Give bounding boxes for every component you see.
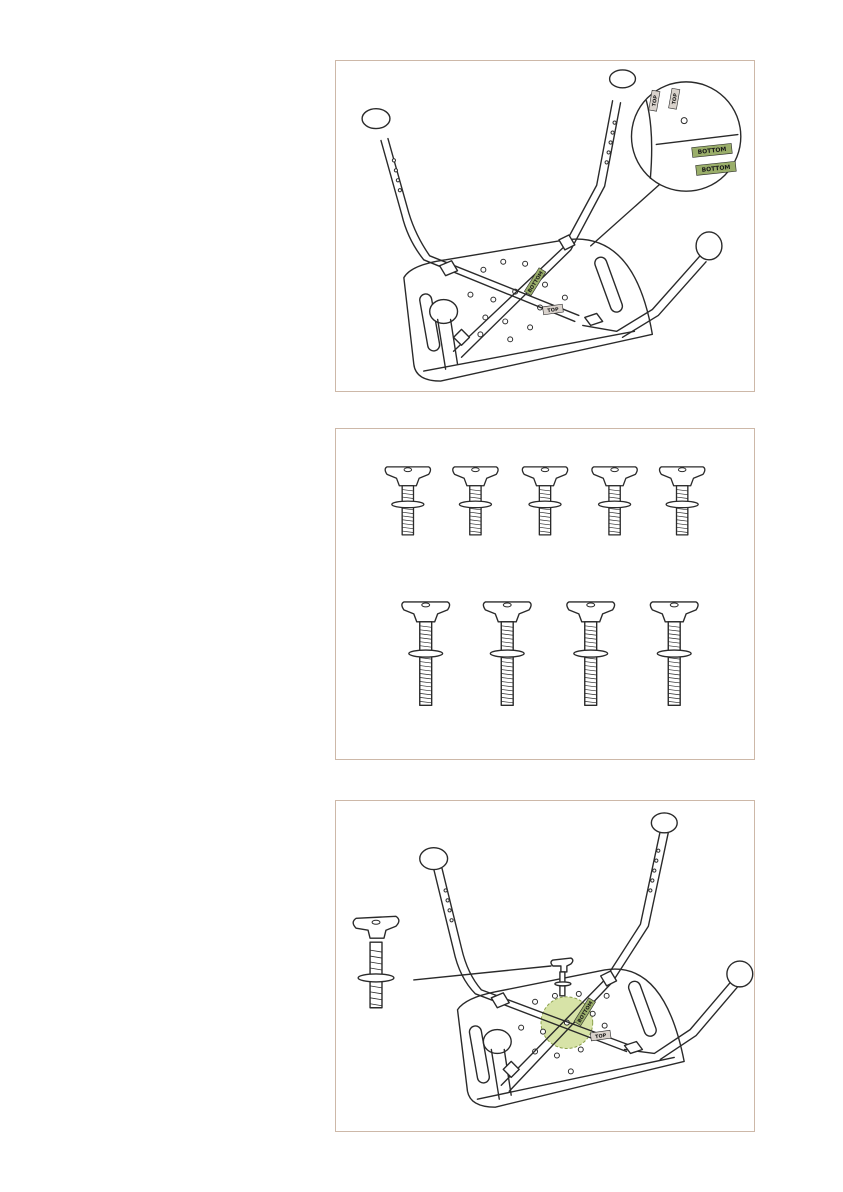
hardware-illustration (336, 429, 754, 759)
insertion-guide-line (414, 966, 551, 980)
leg-adjust-holes (392, 121, 616, 192)
foot-cap-1 (362, 109, 390, 129)
foot-cap-4 (430, 300, 458, 324)
attach-screw-illustration: BOTTOM TOP (336, 801, 754, 1131)
foot-cap-3 (727, 961, 753, 987)
foot-cap-3 (696, 232, 722, 260)
long-screw-1 (402, 602, 450, 705)
foot-cap-4 (483, 1030, 511, 1054)
callout-line (591, 180, 665, 246)
short-screw-4 (592, 467, 637, 535)
long-screw-3 (567, 602, 615, 705)
short-screw-1 (385, 467, 430, 535)
short-screw-5 (660, 467, 705, 535)
long-screw-4 (650, 602, 698, 705)
foot-cap-2 (651, 813, 677, 833)
short-screw-3 (522, 467, 567, 535)
short-screw-2 (453, 467, 498, 535)
leg-adjust-holes (444, 849, 660, 922)
step-figure-attach-screw: BOTTOM TOP (335, 800, 755, 1132)
screw-detail (353, 916, 399, 1007)
foot-cap-2 (610, 70, 636, 88)
step-figure-hardware (335, 428, 755, 760)
foot-cap-1 (420, 848, 448, 870)
long-screw-2 (483, 602, 531, 705)
chair-upside-down-illustration: BOTTOM TOP TOP TOP BOTTOM BOTTOM (336, 61, 754, 391)
step-figure-leg-orientation: BOTTOM TOP TOP TOP BOTTOM BOTTOM (335, 60, 755, 392)
